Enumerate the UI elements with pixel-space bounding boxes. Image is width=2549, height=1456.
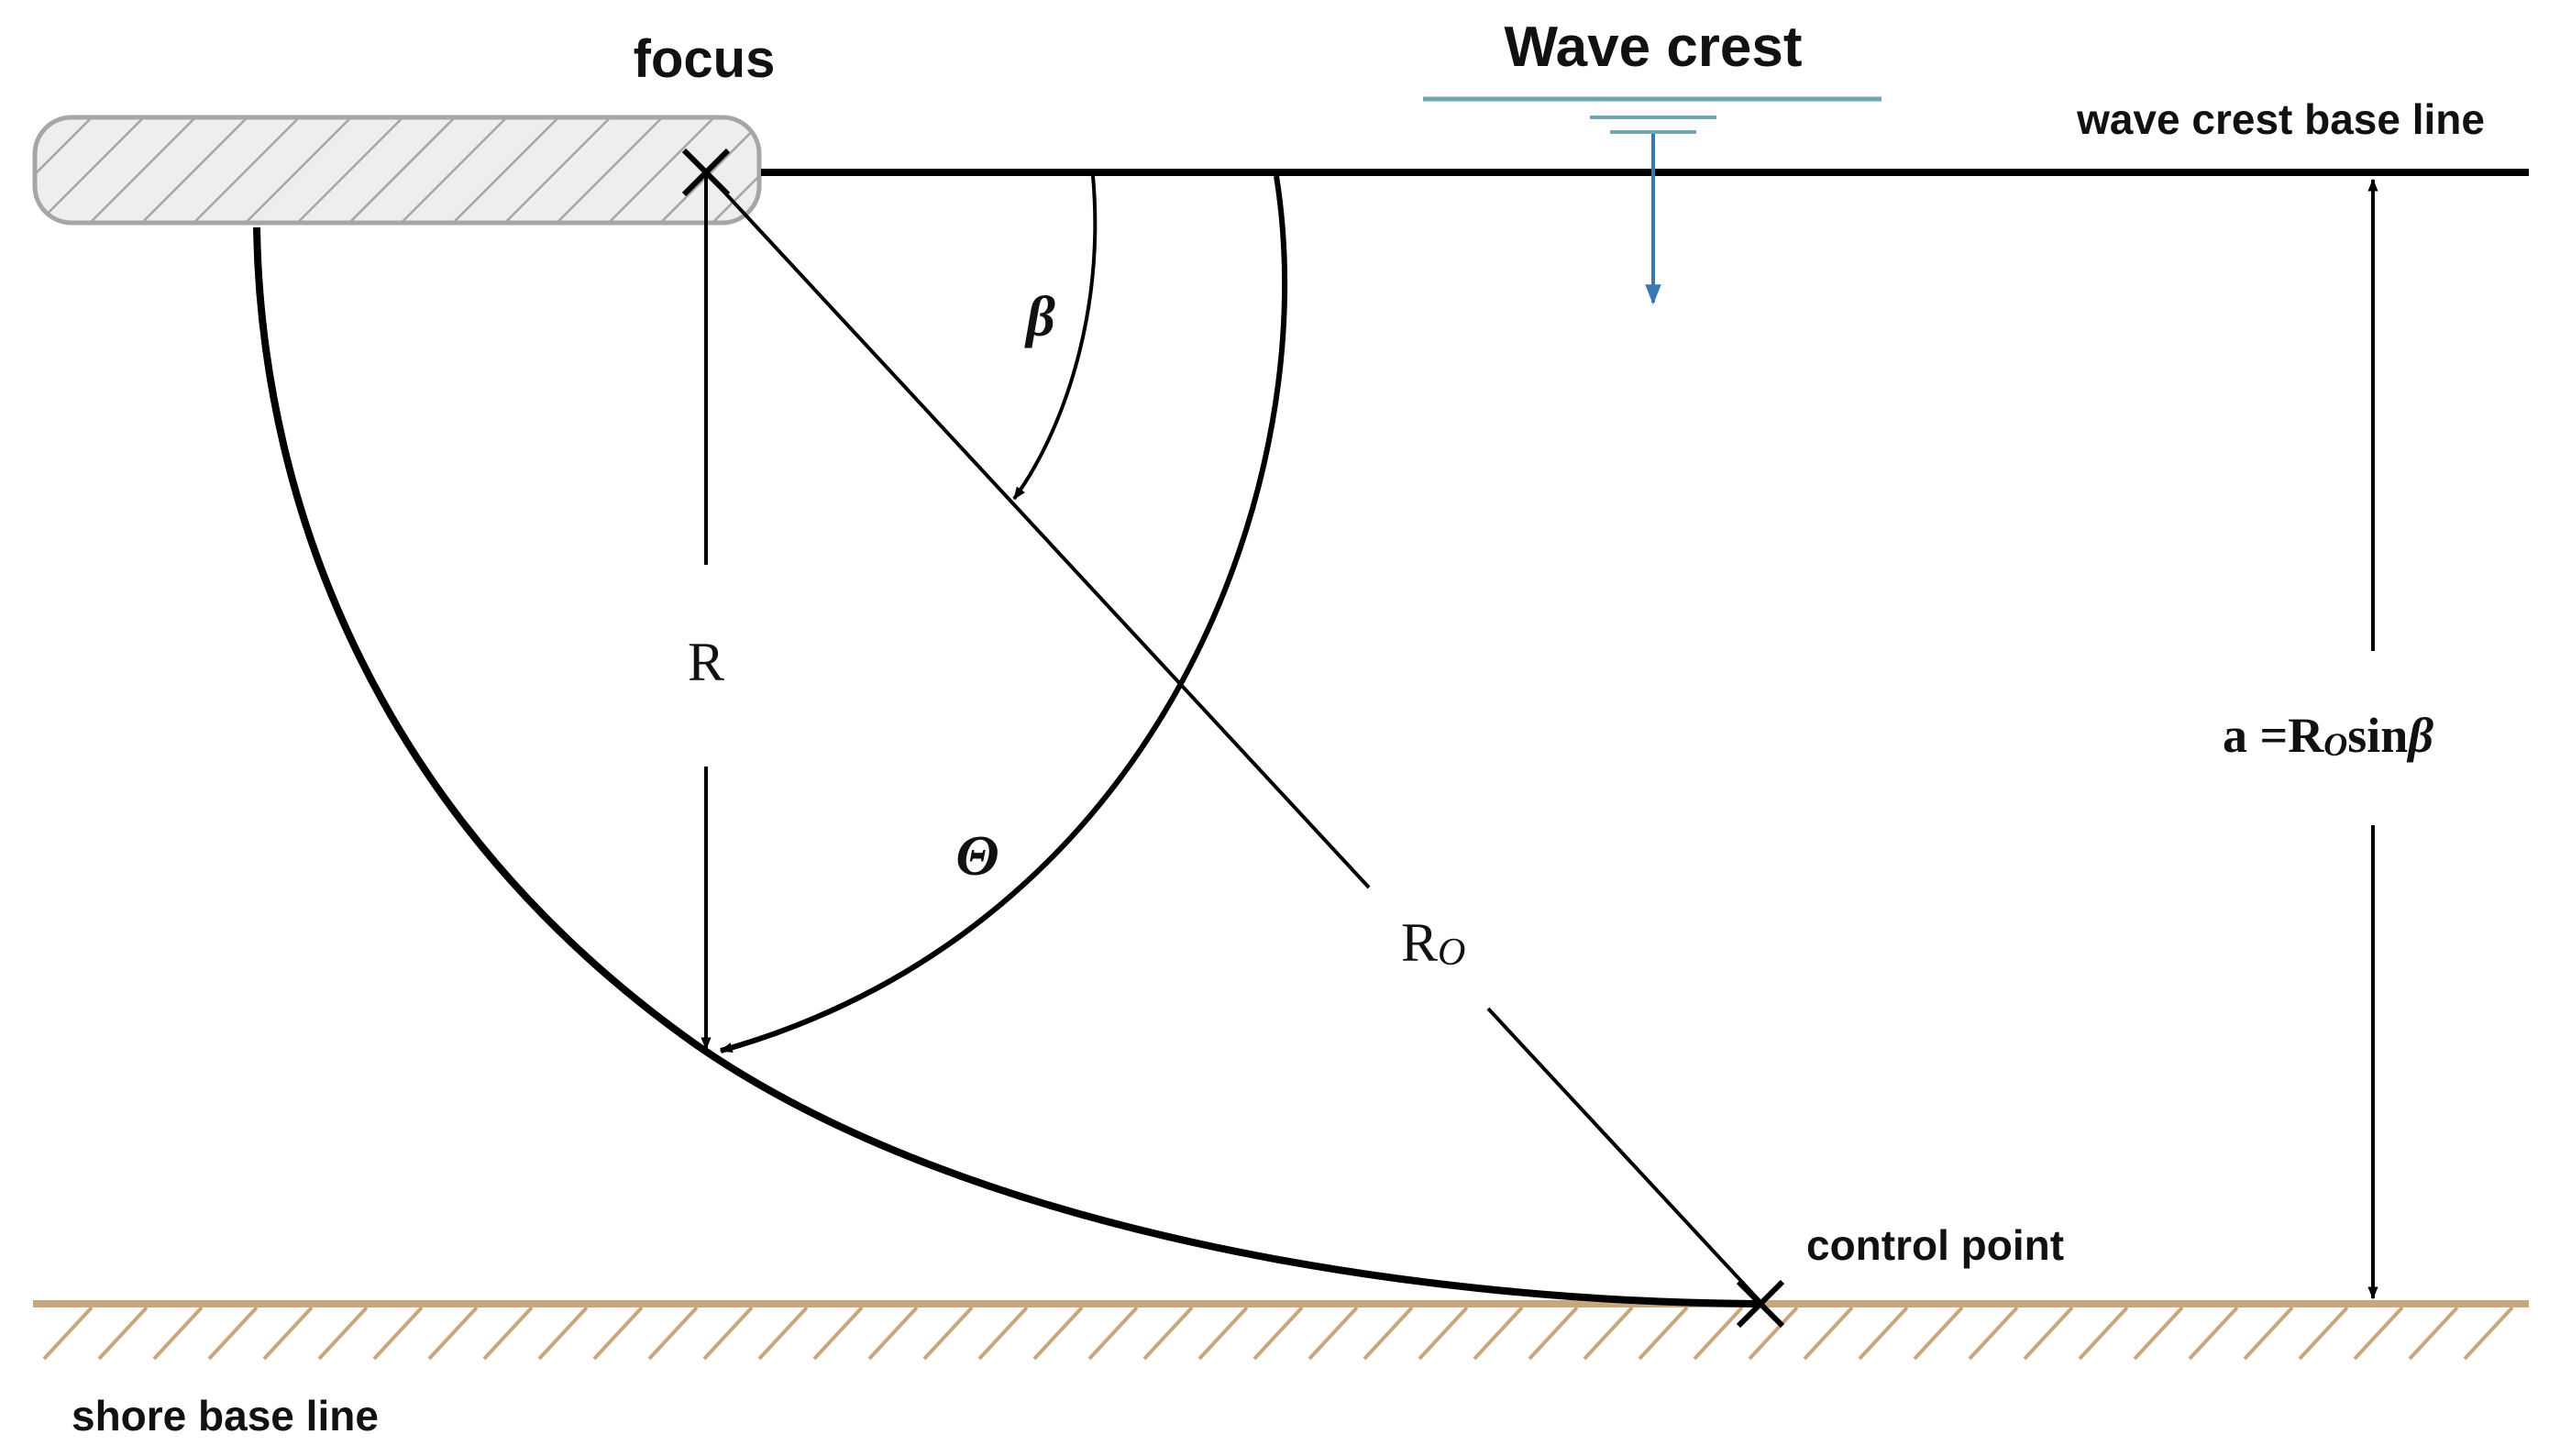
shore-hatch-tick	[977, 1306, 1029, 1361]
wave-crest-base-line-label: wave crest base line	[2076, 95, 2485, 143]
shore-hatch-tick	[372, 1306, 424, 1361]
r0-main: R	[1401, 912, 1438, 973]
bay-shoreline-curve	[253, 226, 1760, 1307]
shore-hatch-tick	[42, 1306, 94, 1361]
shore-hatch-tick	[1968, 1306, 2019, 1361]
shore-hatch-tick	[1418, 1306, 1469, 1361]
shore-hatch-tick	[97, 1306, 149, 1361]
r0-subscript: O	[1438, 932, 1465, 974]
water-level-icon	[1423, 96, 1881, 134]
focus-cross-marker	[681, 148, 731, 197]
shore-hatch-tick	[1693, 1306, 1744, 1361]
shore-hatch-tick	[702, 1306, 754, 1361]
shore-base-line	[33, 1300, 2529, 1361]
shore-hatch-tick	[2298, 1306, 2349, 1361]
shore-hatch-tick	[2408, 1306, 2459, 1361]
shore-hatch-tick	[812, 1306, 864, 1361]
shore-hatch-tick	[2078, 1306, 2129, 1361]
a-formula-prefix: a =R	[2223, 708, 2324, 763]
shore-hatch-tick	[1473, 1306, 1524, 1361]
shore-hatch-tick	[1583, 1306, 1634, 1361]
shore-hatch-tick	[867, 1306, 919, 1361]
a-formula-sin: sin	[2347, 708, 2408, 763]
shore-hatch-tick	[1308, 1306, 1359, 1361]
control-point-cross-marker	[1736, 1279, 1785, 1329]
beta-arc-arrow	[1012, 175, 1098, 501]
shore-hatch-tick	[482, 1306, 534, 1361]
beta-label: β	[1024, 286, 1055, 348]
shore-hatch-tick	[2353, 1306, 2404, 1361]
a-formula-subscript: O	[2323, 726, 2347, 763]
shore-hatch-tick	[2463, 1306, 2514, 1361]
shore-hatching	[42, 1306, 2514, 1361]
shore-hatch-tick	[2023, 1306, 2074, 1361]
shore-hatch-tick	[152, 1306, 204, 1361]
shore-hatch-tick	[537, 1306, 589, 1361]
theta-label: Θ	[955, 825, 999, 888]
shore-hatch-tick	[592, 1306, 644, 1361]
shore-hatch-tick	[207, 1306, 259, 1361]
r0-line-lower	[1486, 1007, 1764, 1306]
shore-hatch-tick	[1913, 1306, 1964, 1361]
shore-hatch-tick	[1032, 1306, 1084, 1361]
shore-hatch-tick	[2133, 1306, 2184, 1361]
wave-crest-label: Wave crest	[1504, 16, 1802, 79]
shore-hatch-tick	[1803, 1306, 1854, 1361]
shore-base-line-label: shore base line	[72, 1392, 379, 1439]
r0-line-upper	[704, 171, 1371, 889]
shore-hatch-tick	[1748, 1306, 1799, 1361]
shore-hatch-tick	[2188, 1306, 2239, 1361]
shore-hatch-tick	[1528, 1306, 1579, 1361]
shore-hatch-tick	[1858, 1306, 1909, 1361]
shore-hatch-tick	[647, 1306, 699, 1361]
a-formula-beta: β	[2406, 708, 2433, 763]
r0-label: RO	[1401, 912, 1465, 974]
shore-hatch-tick	[262, 1306, 314, 1361]
shore-hatch-tick	[427, 1306, 479, 1361]
breakwater	[32, 115, 762, 226]
shore-hatch-tick	[317, 1306, 369, 1361]
shore-hatch-tick	[1363, 1306, 1414, 1361]
shore-hatch-tick	[1197, 1306, 1249, 1361]
shore-hatch-tick	[1142, 1306, 1194, 1361]
r-label: R	[688, 632, 724, 692]
shore-hatch-tick	[2243, 1306, 2294, 1361]
theta-arc-arrow	[719, 175, 1288, 1053]
shore-hatch-tick	[1252, 1306, 1304, 1361]
focus-label: focus	[634, 29, 776, 89]
shore-hatch-tick	[922, 1306, 974, 1361]
a-formula-label: a =ROsinβ	[2223, 708, 2433, 763]
shore-hatch-tick	[1638, 1306, 1689, 1361]
control-point-label: control point	[1806, 1221, 2064, 1269]
shore-hatch-tick	[757, 1306, 809, 1361]
shore-hatch-tick	[1087, 1306, 1139, 1361]
